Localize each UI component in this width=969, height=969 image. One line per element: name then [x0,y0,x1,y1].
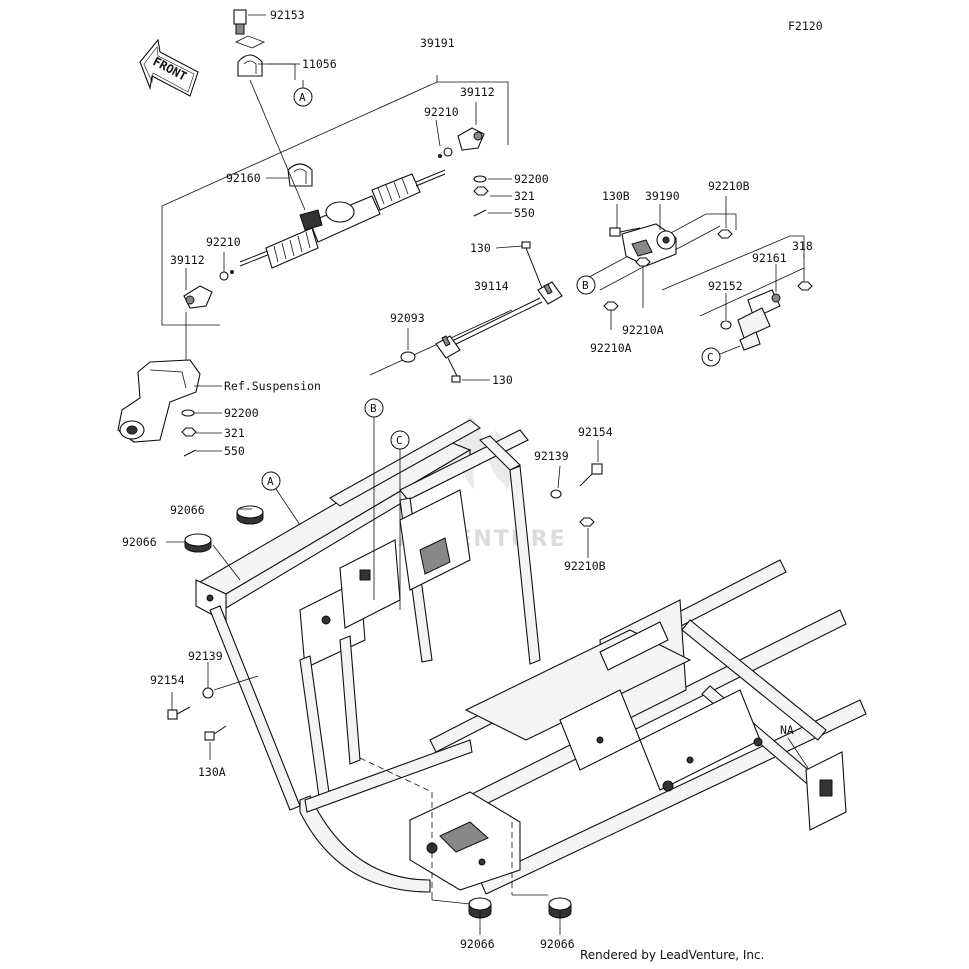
figure-code: F2120 [788,19,823,33]
pin-550-left [183,449,197,457]
washer-92093 [400,351,416,363]
label-92161: 92161 [752,251,787,265]
label-92160: 92160 [226,171,261,185]
bolt-92153 [233,9,247,35]
svg-text:C: C [396,434,403,447]
label-39112-right: 39112 [460,85,495,99]
washer-92139-left [202,687,214,699]
bolt-92154-left [167,706,191,720]
bolt-130A [204,725,227,741]
part-labels: 92153 11056 39191 39112 92210 92160 9220… [122,8,813,951]
label-11056: 11056 [302,57,337,71]
washer-92139-right [550,489,562,499]
callout-B-frame: B [364,398,384,418]
cap-92066-left [184,533,212,553]
nut-92210B-top [717,229,733,239]
label-321-right: 321 [514,189,535,203]
label-92154-right: 92154 [578,425,613,439]
label-92139-left: 92139 [188,649,223,663]
nut-318 [797,281,813,291]
steering-knuckle [117,359,201,443]
damper-92161 [737,289,781,351]
svg-text:B: B [370,402,377,415]
label-130-bottom: 130 [492,373,513,387]
label-92210A-upper: 92210A [622,323,664,337]
nut-321-left [181,427,197,437]
steering-shaft-39114 [435,281,563,359]
washer-92152 [720,320,732,330]
label-92066-bottom-left: 92066 [460,937,495,951]
label-39112-left: 39112 [170,253,205,267]
clamp-92160 [287,163,313,187]
label-ref-suspension: Ref.Suspension [224,379,321,393]
bolt-130B [609,227,641,237]
label-550-left: 550 [224,444,245,458]
nut-92210A-upper [635,257,651,267]
label-NA: NA [780,723,794,737]
tie-rod-end-right [438,127,485,158]
pin-550-right [473,209,487,217]
nut-321-right [473,186,489,196]
gearbox-39190 [621,223,677,267]
label-92210-left: 92210 [206,235,241,249]
svg-text:C: C [707,351,714,364]
vehicle-frame [195,419,867,895]
label-92066-left: 92066 [122,535,157,549]
label-550-right: 550 [514,206,535,220]
label-92200-left: 92200 [224,406,259,420]
svg-text:A: A [267,475,274,488]
label-92139-right: 92139 [534,449,569,463]
steering-rack [239,169,446,269]
bolt-92154-right [579,463,603,487]
callout-A-top: A [293,87,313,107]
label-39190: 39190 [645,189,680,203]
label-39191: 39191 [420,36,455,50]
damper-outline [661,235,805,317]
label-92210B-top: 92210B [708,179,750,193]
label-321-left: 321 [224,426,245,440]
label-92210-right: 92210 [424,105,459,119]
label-318: 318 [792,239,813,253]
label-92093: 92093 [390,311,425,325]
leader-lines [166,14,809,935]
callout-A-frame: A [261,471,281,491]
label-92066-bottom-right: 92066 [540,937,575,951]
label-92153: 92153 [270,8,305,22]
svg-text:B: B [582,279,589,292]
label-92200-right: 92200 [514,172,549,186]
dash-ref-3 [359,757,433,793]
svg-text:A: A [299,91,306,104]
label-92066-top: 92066 [170,503,205,517]
label-92154-left: 92154 [150,673,185,687]
callout-C-damper: C [701,347,721,367]
washer-92200-right [473,175,487,183]
label-92210B-frame: 92210B [564,559,606,573]
credit-text: Rendered by LeadVenture, Inc. [580,948,764,962]
bolt-130-top [521,241,543,289]
label-130-top: 130 [470,241,491,255]
callout-B-bracket: B [576,275,596,295]
tie-rod-end-left [183,270,234,309]
label-92152: 92152 [708,279,743,293]
label-39114: 39114 [474,279,509,293]
label-130B: 130B [602,189,630,203]
nut-92210B-frame [579,517,595,527]
label-92210A-lower: 92210A [590,341,632,355]
bolt-130-bottom [447,357,461,383]
front-arrow: FRONT [139,38,199,97]
nut-92210A-lower [603,301,619,311]
callout-C-frame: C [390,430,410,450]
label-130A: 130A [198,765,226,779]
clamp-11056 [235,35,265,77]
washer-92200-left [181,409,195,417]
